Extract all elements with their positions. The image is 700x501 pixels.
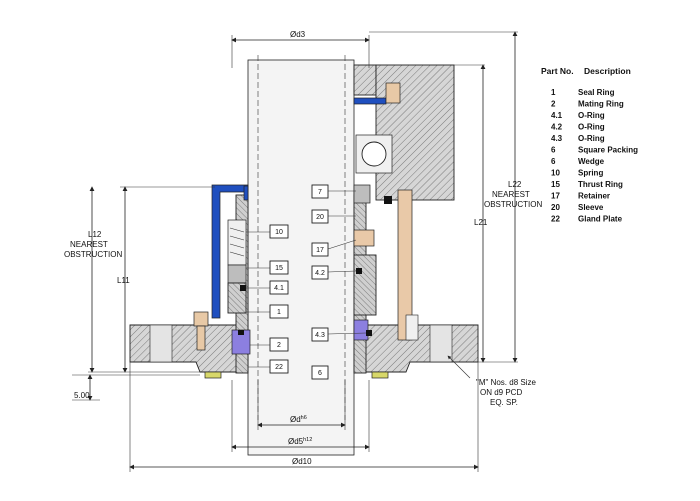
- dim-d10: Ød10: [292, 457, 312, 466]
- dim-l22: L22: [508, 180, 522, 189]
- dim-l21: L21: [474, 218, 488, 227]
- parts-row-desc: Thrust Ring: [578, 180, 623, 189]
- thrust-ring: [227, 264, 247, 284]
- callouts-left: 10 15 4.1 1 2 22: [246, 224, 289, 374]
- spring-housing: [227, 219, 247, 266]
- parts-row-desc: Gland Plate: [578, 215, 623, 224]
- parts-row-desc: Wedge: [578, 157, 605, 166]
- parts-header-no: Part No.: [541, 66, 574, 76]
- bolt-note-2: ON d9 PCD: [480, 388, 522, 397]
- callouts-right: 7 20 17 4.2 4.3 6: [311, 184, 367, 380]
- callout-7: 7: [318, 189, 322, 196]
- callout-2: 2: [277, 342, 281, 349]
- dim-l22-note1: NEAREST: [492, 190, 530, 199]
- parts-row-desc: Spring: [578, 169, 603, 178]
- dim-d6: Ødh6: [290, 415, 307, 424]
- shaft: [247, 59, 355, 456]
- callout-10: 10: [275, 229, 283, 236]
- callout-20: 20: [316, 214, 324, 221]
- retainer-top: [353, 64, 377, 96]
- parts-row-desc: O-Ring: [578, 123, 605, 132]
- callout-22: 22: [275, 364, 283, 371]
- o-ring-4-2: [356, 268, 362, 274]
- bearing-ball: [361, 141, 387, 167]
- callout-1: 1: [277, 309, 281, 316]
- parts-row-desc: O-Ring: [578, 134, 605, 143]
- parts-row-no: 6: [551, 146, 556, 155]
- callout-4-2: 4.2: [315, 270, 325, 277]
- parts-row-no: 20: [551, 203, 560, 212]
- bolt-left-shank: [196, 325, 206, 351]
- dim-l22-note2: OBSTRUCTION: [484, 200, 542, 209]
- parts-row-no: 4.1: [551, 111, 563, 120]
- dim-l12: L12: [88, 230, 102, 239]
- parts-row-no: 22: [551, 215, 560, 224]
- parts-row-no: 10: [551, 169, 560, 178]
- parts-header-desc: Description: [584, 66, 631, 76]
- gasket-left: [204, 371, 222, 379]
- callout-15: 15: [275, 265, 283, 272]
- o-ring-4-3: [366, 330, 372, 336]
- parts-row-no: 4.3: [551, 134, 563, 143]
- parts-row-desc: Retainer: [578, 192, 610, 201]
- gland-plate-left: [129, 324, 249, 373]
- mating-ring-right: [353, 319, 369, 341]
- spring-coils: [229, 227, 245, 257]
- cap-screw: [385, 82, 401, 104]
- seal-ring-right: [353, 254, 377, 316]
- parts-table: Part No. Description 1 Seal Ring 2 Mating R…: [541, 66, 638, 224]
- dim-d5: Ød5h12: [288, 437, 312, 446]
- drive-pin: [397, 189, 413, 341]
- parts-row-desc: Square Packing: [578, 146, 638, 155]
- parts-row-desc: Seal Ring: [578, 88, 615, 97]
- wedge: [353, 184, 371, 204]
- callout-4-3: 4.3: [315, 332, 325, 339]
- parts-row-desc: Mating Ring: [578, 100, 624, 109]
- parts-row-no: 6: [551, 157, 556, 166]
- callout-17: 17: [316, 247, 324, 254]
- dim-l11: L11: [117, 276, 130, 285]
- pin-guide: [405, 314, 419, 341]
- blue-cover-left: [211, 184, 249, 319]
- retainer-17: [353, 229, 375, 247]
- dim-l12-note2: OBSTRUCTION: [64, 250, 122, 259]
- parts-row-no: 4.2: [551, 123, 563, 132]
- dim-offset: 5.00: [74, 391, 90, 400]
- o-ring-mating: [238, 330, 244, 335]
- blue-cover-right: [353, 97, 387, 105]
- bolt-left-head: [193, 311, 209, 327]
- parts-row-no: 1: [551, 88, 556, 97]
- bolt-note-3: EQ. SP.: [490, 398, 518, 407]
- o-ring-4-1: [240, 285, 246, 291]
- callout-4-1: 4.1: [274, 285, 284, 292]
- blue-cover-tip: [243, 185, 249, 201]
- o-ring-top: [384, 196, 392, 204]
- gasket-right: [371, 371, 389, 379]
- parts-row-no: 17: [551, 192, 560, 201]
- parts-row-no: 2: [551, 100, 556, 109]
- callout-6: 6: [318, 370, 322, 377]
- dim-d3: Ød3: [290, 30, 306, 39]
- parts-row-desc: O-Ring: [578, 111, 605, 120]
- parts-row-desc: Sleeve: [578, 203, 604, 212]
- dim-l12-note1: NEAREST: [70, 240, 108, 249]
- parts-row-no: 15: [551, 180, 560, 189]
- bolt-note-1: "M" Nos. d8 Size: [476, 378, 536, 387]
